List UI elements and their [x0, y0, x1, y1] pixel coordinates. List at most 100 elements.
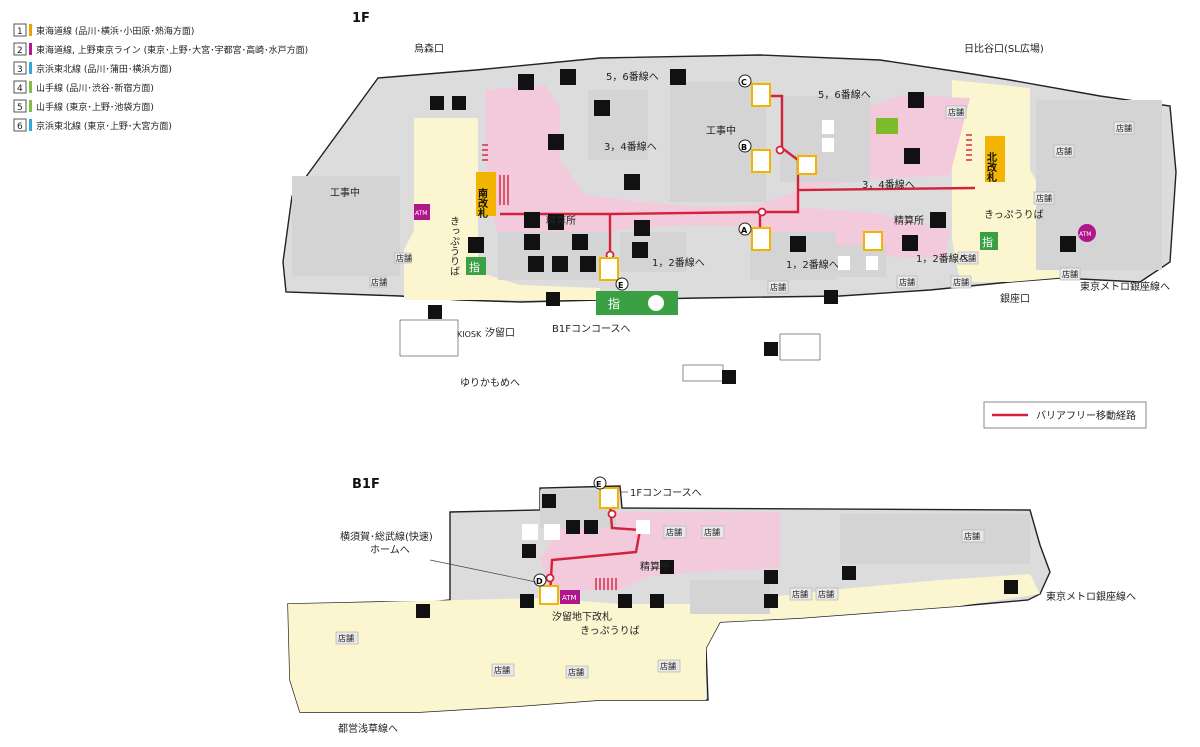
reserved-ticket-office	[596, 291, 678, 315]
ticket-office-label: きっぷうりば	[580, 625, 640, 637]
legend-num-5: 5	[17, 103, 23, 113]
restroom-female-icon	[822, 120, 834, 134]
platform-56-label: 5，6番線へ	[606, 70, 659, 83]
line-legend: 1 東海道線 (品川･横浜･小田原･熱海方面) 2 東海道線, 上野東京ライン …	[13, 23, 308, 132]
shop-label: 店舗	[792, 589, 808, 599]
elevator-letter: D	[536, 577, 543, 586]
platform-12-label: 1，2番線へ	[652, 256, 705, 269]
legend-text-1: 東海道線 (品川･横浜･小田原･熱海方面)	[36, 25, 194, 37]
legend-num-2: 2	[17, 46, 23, 56]
yokosuka-line-label: 横須賀･総武線(快速)	[340, 530, 433, 543]
newdays-icon	[876, 118, 898, 134]
elevator-e-1f: E	[599, 257, 629, 291]
shop-label: 店舗	[1116, 123, 1132, 133]
reserved-label: 指	[469, 260, 480, 274]
shop-label: 店舗	[338, 633, 354, 643]
legend-text-4: 山手線 (品川･渋谷･新宿方面)	[36, 82, 154, 94]
shop-label: 店舗	[494, 665, 510, 675]
elevator-a: A	[738, 222, 771, 251]
north-gate-label: 北改札	[985, 151, 998, 183]
metro-ginza-label: 東京メトロ銀座線へ	[1046, 590, 1136, 603]
escalator-icons-1f	[428, 69, 1076, 384]
barrier-free-route-1f	[500, 94, 976, 258]
platform-56-label: 5，6番線へ	[818, 88, 871, 101]
route-node	[545, 573, 555, 583]
construction-label: 工事中	[330, 186, 360, 199]
restroom-male-icon	[544, 524, 560, 540]
floor-b1f: B1F 店舗 店舗 店舗 店舗 店舗 店舗 店舗 店舗	[287, 476, 1136, 735]
shop-label: 店舗	[964, 531, 980, 541]
shiodome-gate-label: 汐留地下改札	[552, 610, 612, 623]
restroom-male-icon	[822, 138, 834, 152]
ticket-office-label: きっぷうりば	[984, 209, 1044, 221]
gate-hatch	[595, 578, 617, 590]
shop-label: 店舗	[660, 661, 676, 671]
platform-34-label: 3，4番線へ	[862, 178, 915, 191]
elevator-letter: C	[741, 78, 747, 87]
elevator-letter: E	[618, 281, 623, 290]
platform-12-label: 1，2番線へ	[786, 258, 839, 271]
exit-karasumori: 烏森口	[414, 42, 444, 55]
elevator-d: D	[533, 573, 559, 605]
shops-1f: 店舗 店舗 店舗 店舗 店舗 店舗 店舗 店舗 店舗 店舗 店舗	[369, 105, 1135, 294]
yurikamome-stairs	[399, 319, 459, 357]
atm-icon	[1078, 224, 1096, 242]
south-stairs	[779, 333, 821, 361]
reserved-label: 指	[608, 296, 620, 311]
yokosuka-home-label: ホームへ	[370, 544, 410, 556]
exit-ginza: 銀座口	[1000, 292, 1030, 305]
fare-adjustment-label: 精算所	[640, 560, 670, 573]
shop-label: 店舗	[770, 282, 786, 292]
elevator-letter: E	[596, 480, 601, 489]
kiosk-label: KIOSK	[457, 330, 482, 339]
restroom-female-icon	[866, 256, 878, 270]
legend-text-5: 山手線 (東京･上野･池袋方面)	[36, 101, 154, 113]
b1f-shop-block	[840, 514, 1030, 564]
fare-adjustment-label: 精算所	[894, 214, 924, 227]
elevator-letter: B	[741, 143, 747, 152]
atm-icon	[414, 204, 430, 220]
shop-label: 店舗	[396, 253, 412, 263]
callout-line	[429, 559, 537, 583]
shop-label: 店舗	[953, 277, 969, 287]
floor-1f-label: 1F	[352, 11, 370, 26]
asakusa-line-label: 都営浅草線へ	[338, 722, 398, 735]
atm-label: ATM	[1079, 231, 1091, 238]
legend-num-3: 3	[17, 65, 23, 75]
accessible-restroom-icon	[636, 520, 650, 534]
elevator-letter: A	[741, 226, 748, 235]
shop-label: 店舗	[568, 667, 584, 677]
to-1f-label: 1Fコンコースへ	[630, 488, 702, 499]
legend-text-3: 京浜東北線 (品川･蒲田･横浜方面)	[36, 63, 172, 75]
atm-icon	[560, 590, 580, 604]
south-gate-label: 南改札	[476, 187, 489, 219]
shop-label: 店舗	[818, 589, 834, 599]
shop-label: 店舗	[371, 277, 387, 287]
ticket-office-label: きっぷうりば	[448, 216, 460, 276]
north-gate	[985, 136, 1005, 182]
route-node	[775, 145, 785, 155]
exit-shiodome: 汐留口	[485, 326, 515, 339]
shop-label: 店舗	[960, 253, 976, 263]
legend-text-2: 東海道線, 上野東京ライン (東京･上野･大宮･宇都宮･高崎･水戸方面)	[36, 44, 308, 56]
restroom-female-icon	[522, 524, 538, 540]
accessible-restroom-icon	[797, 155, 817, 175]
to-b1f-label: B1Fコンコースへ	[552, 324, 630, 335]
shop-label: 店舗	[1036, 193, 1052, 203]
south-stairs-2	[682, 364, 724, 382]
platform-12-label: 1，2番線へ	[916, 252, 969, 265]
shop-label: 店舗	[948, 107, 964, 117]
elevator-b: B	[738, 139, 771, 173]
hibiya-shops	[1036, 100, 1162, 270]
legend-text-6: 京浜東北線 (東京･上野･大宮方面)	[36, 120, 172, 132]
south-gate	[476, 172, 496, 216]
shop-label: 店舗	[1056, 146, 1072, 156]
travel-center-icon	[648, 295, 664, 311]
accessible-restroom-icon	[863, 231, 883, 251]
shop-label: 店舗	[704, 527, 720, 537]
construction-label: 工事中	[706, 124, 736, 137]
b1f-escalator-block	[690, 580, 770, 614]
karasumori-corridor	[404, 118, 478, 300]
elevator-c: C	[738, 74, 771, 107]
